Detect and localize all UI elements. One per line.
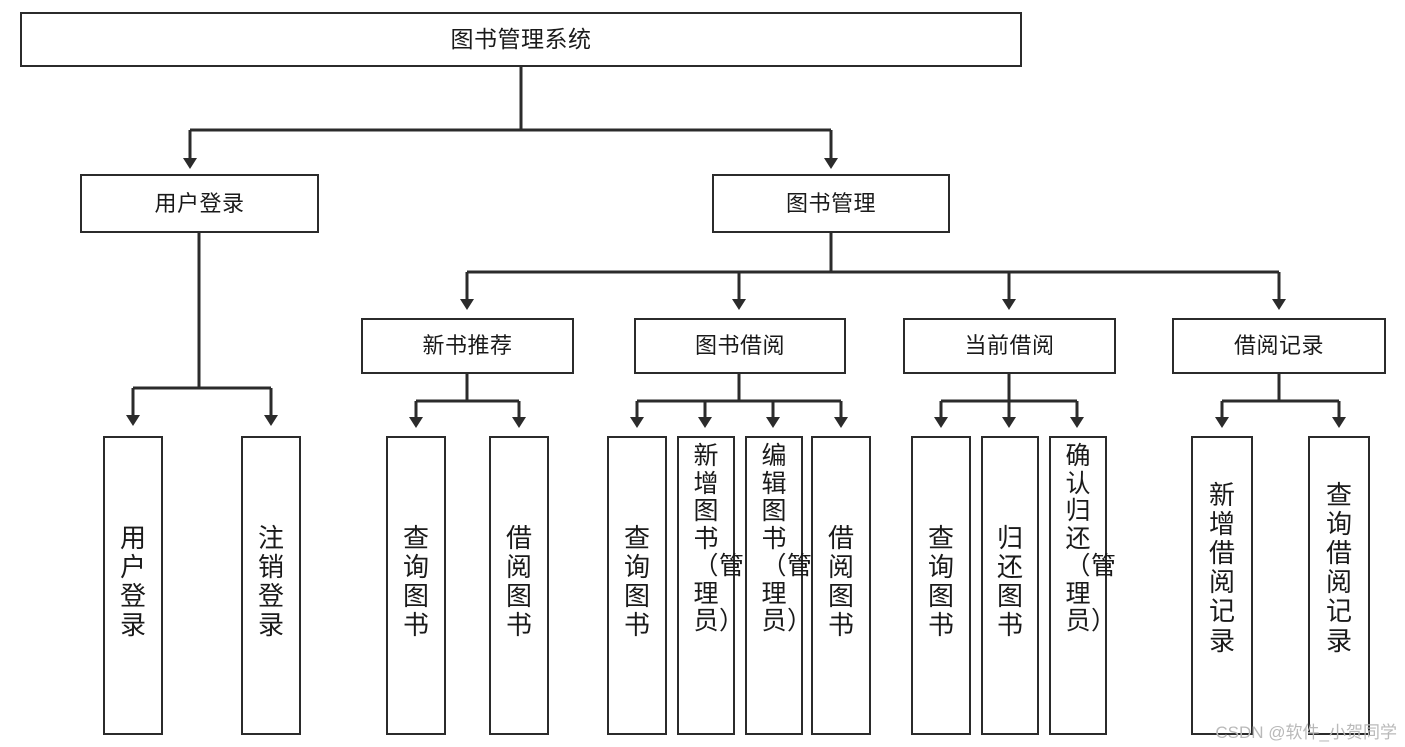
leaf-return-book[interactable]: 归还图书 xyxy=(981,436,1039,735)
node-label: 新增图书（管理员） xyxy=(693,442,745,635)
node-label: 确认归还（管理员） xyxy=(1065,442,1117,635)
node-label: 新增借阅记录 xyxy=(1209,480,1236,656)
csdn-watermark: CSDN @软件_小贺同学 xyxy=(1215,723,1397,742)
node-label: 查询图书 xyxy=(928,523,955,641)
node-label: 编辑图书（管理员） xyxy=(761,442,813,635)
node-label: 新书推荐 xyxy=(422,333,513,358)
node-root-system[interactable]: 图书管理系统 xyxy=(20,12,1022,67)
leaf-user-login[interactable]: 用户登录 xyxy=(103,436,163,735)
node-label: 用户登录 xyxy=(120,523,147,641)
node-borrow-record[interactable]: 借阅记录 xyxy=(1172,318,1386,374)
node-label: 图书管理 xyxy=(785,190,876,216)
node-label: 查询借阅记录 xyxy=(1326,480,1353,656)
node-new-book-recommend[interactable]: 新书推荐 xyxy=(361,318,574,374)
leaf-add-book-admin[interactable]: 新增图书（管理员） xyxy=(677,436,745,735)
leaf-query-book-recommend[interactable]: 查询图书 xyxy=(386,436,446,735)
leaf-borrow-book-borrow[interactable]: 借阅图书 xyxy=(811,436,871,735)
leaf-query-book-borrow[interactable]: 查询图书 xyxy=(607,436,667,735)
node-label: 查询图书 xyxy=(624,523,651,641)
node-label: 注销登录 xyxy=(258,523,285,641)
leaf-edit-book-admin[interactable]: 编辑图书（管理员） xyxy=(745,436,813,735)
node-user-login[interactable]: 用户登录 xyxy=(80,174,319,233)
leaf-query-borrow-record[interactable]: 查询借阅记录 xyxy=(1308,436,1370,735)
node-book-borrow[interactable]: 图书借阅 xyxy=(634,318,846,374)
node-label: 借阅记录 xyxy=(1233,333,1324,358)
leaf-confirm-return-admin[interactable]: 确认归还（管理员） xyxy=(1049,436,1117,735)
node-book-manage[interactable]: 图书管理 xyxy=(712,174,950,233)
node-label: 当前借阅 xyxy=(964,333,1055,358)
node-label: 图书管理系统 xyxy=(450,26,592,52)
node-label: 借阅图书 xyxy=(828,523,855,641)
leaf-add-borrow-record[interactable]: 新增借阅记录 xyxy=(1191,436,1253,735)
leaf-logout[interactable]: 注销登录 xyxy=(241,436,301,735)
node-label: 查询图书 xyxy=(403,523,430,641)
node-label: 图书借阅 xyxy=(694,333,785,358)
leaf-borrow-book-recommend[interactable]: 借阅图书 xyxy=(489,436,549,735)
leaf-query-book-current[interactable]: 查询图书 xyxy=(911,436,971,735)
node-label: 归还图书 xyxy=(997,523,1024,641)
node-label: 用户登录 xyxy=(154,190,245,216)
node-current-borrow[interactable]: 当前借阅 xyxy=(903,318,1116,374)
node-label: 借阅图书 xyxy=(506,523,533,641)
